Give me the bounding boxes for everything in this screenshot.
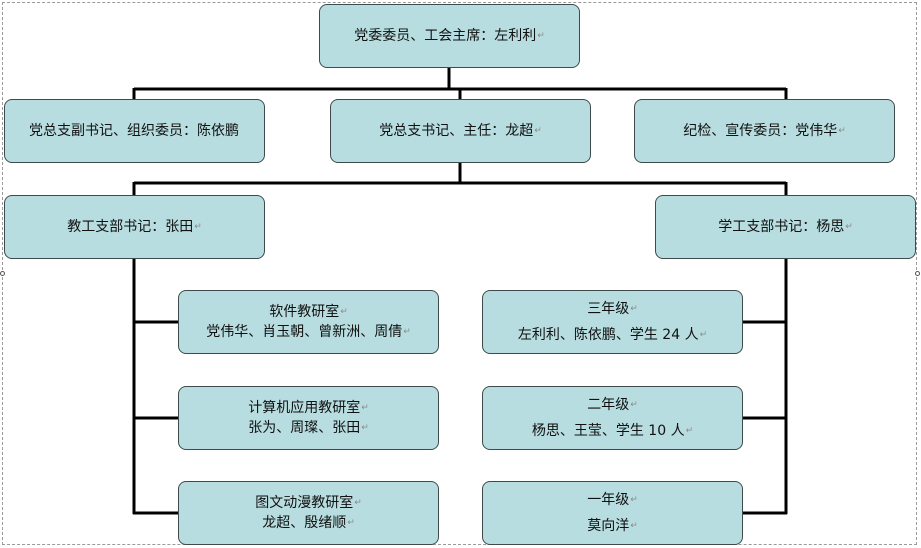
resize-handle-right[interactable]	[915, 271, 920, 276]
node-general-secretary: 党总支书记、主任：龙超	[330, 99, 591, 163]
node-grade-two: 二年级 杨思、王莹、学生 10 人	[482, 386, 743, 450]
node-label: 党委委员、工会主席：左利利	[354, 26, 545, 46]
node-student-branch: 学工支部书记：杨思	[655, 195, 916, 259]
node-members: 党伟华、肖玉朝、曾新洲、周倩	[206, 322, 411, 342]
node-grade-three: 三年级 左利利、陈依鹏、学生 24 人	[482, 290, 743, 354]
node-union-chair: 党委委员、工会主席：左利利	[319, 4, 580, 68]
node-title: 图文动漫教研室	[255, 493, 362, 513]
node-software-office: 软件教研室 党伟华、肖玉朝、曾新洲、周倩	[178, 290, 439, 354]
node-label: 学工支部书记：杨思	[718, 217, 853, 237]
node-graphic-anime-office: 图文动漫教研室 龙超、殷绪顺	[178, 481, 439, 545]
node-label: 党总支副书记、组织委员：陈依鹏	[29, 123, 239, 139]
node-computer-app-office: 计算机应用教研室 张为、周璨、张田	[178, 386, 439, 450]
node-title: 一年级	[587, 490, 638, 510]
node-title: 三年级	[587, 299, 638, 319]
node-members: 张为、周璨、张田	[248, 418, 369, 438]
node-members: 左利利、陈依鹏、学生 24 人	[518, 325, 707, 345]
node-title: 计算机应用教研室	[248, 398, 369, 418]
node-members: 莫向洋	[587, 516, 638, 536]
node-title: 二年级	[587, 395, 638, 415]
node-grade-one: 一年级 莫向洋	[482, 481, 743, 545]
node-members: 龙超、殷绪顺	[262, 513, 355, 533]
node-members: 杨思、王莹、学生 10 人	[532, 421, 693, 441]
node-discipline-committee: 纪检、宣传委员：党伟华	[634, 99, 895, 163]
node-label: 党总支书记、主任：龙超	[379, 121, 542, 141]
resize-handle-left[interactable]	[0, 271, 5, 276]
node-deputy-secretary: 党总支副书记、组织委员：陈依鹏	[4, 99, 265, 163]
node-title: 软件教研室	[269, 302, 348, 322]
node-teaching-branch: 教工支部书记：张田	[4, 195, 265, 259]
node-label: 纪检、宣传委员：党伟华	[683, 121, 846, 141]
node-label: 教工支部书记：张田	[67, 217, 202, 237]
